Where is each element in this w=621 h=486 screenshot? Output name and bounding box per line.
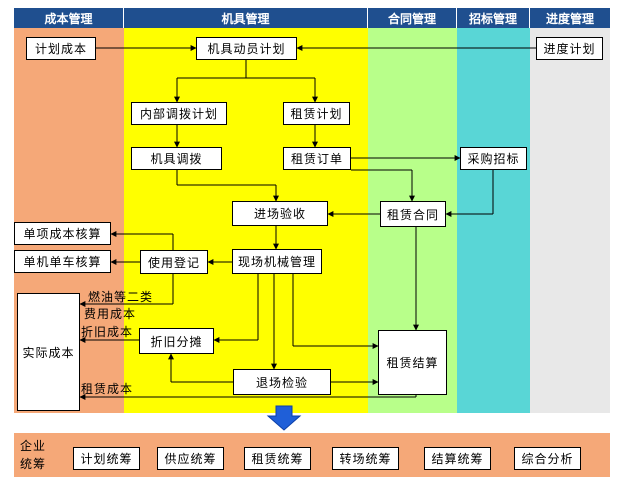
node-exit-inspection[interactable]: 退场检验 <box>233 369 331 395</box>
node-lease-plan[interactable]: 租赁计划 <box>283 102 350 125</box>
node-internal-plan[interactable]: 内部调拨计划 <box>131 102 227 125</box>
node-usage-register[interactable]: 使用登记 <box>140 250 208 274</box>
header-bidding: 招标管理 <box>457 8 530 28</box>
enterprise-item-supply[interactable]: 供应统筹 <box>157 447 224 470</box>
node-single-item-cost[interactable]: 单项成本核算 <box>14 222 111 245</box>
node-plan-cost[interactable]: 计划成本 <box>26 37 96 60</box>
label-lease-cost: 租赁成本 <box>81 382 134 396</box>
node-depreciation[interactable]: 折旧分摊 <box>139 328 214 354</box>
enterprise-item-transfer[interactable]: 转场统筹 <box>332 447 399 470</box>
node-actual-cost[interactable]: 实际成本 <box>17 293 80 411</box>
node-procurement-bid[interactable]: 采购招标 <box>460 147 527 170</box>
label-fuel-line2: 费用成本 <box>84 307 137 321</box>
bidding-lane <box>457 28 530 413</box>
node-lease-settlement[interactable]: 租赁结算 <box>378 330 447 395</box>
node-single-machine-cost[interactable]: 单机单车核算 <box>14 250 111 273</box>
enterprise-item-analysis[interactable]: 综合分析 <box>514 447 581 470</box>
enterprise-item-plan[interactable]: 计划统筹 <box>73 447 140 470</box>
down-arrow-icon <box>266 405 302 431</box>
label-depreciation-cost: 折旧成本 <box>81 325 134 339</box>
node-machine-transfer[interactable]: 机具调拨 <box>131 147 222 170</box>
progress-lane <box>530 28 610 413</box>
node-progress-plan[interactable]: 进度计划 <box>536 37 603 60</box>
header-contract: 合同管理 <box>368 8 457 28</box>
enterprise-label: 企业统筹 <box>19 439 46 471</box>
header-cost: 成本管理 <box>14 8 124 28</box>
node-lease-contract[interactable]: 租赁合同 <box>380 201 446 227</box>
node-site-management[interactable]: 现场机械管理 <box>232 249 322 274</box>
node-mobilization-plan[interactable]: 机具动员计划 <box>196 37 297 60</box>
header-machine: 机具管理 <box>124 8 368 28</box>
node-entry-inspection[interactable]: 进场验收 <box>232 201 328 226</box>
label-fuel-line1: 燃油等二类 <box>88 290 154 304</box>
node-lease-order[interactable]: 租赁订单 <box>283 147 351 170</box>
header-progress: 进度管理 <box>530 8 610 28</box>
enterprise-item-settlement[interactable]: 结算统筹 <box>424 447 491 470</box>
enterprise-item-lease[interactable]: 租赁统筹 <box>244 447 311 470</box>
